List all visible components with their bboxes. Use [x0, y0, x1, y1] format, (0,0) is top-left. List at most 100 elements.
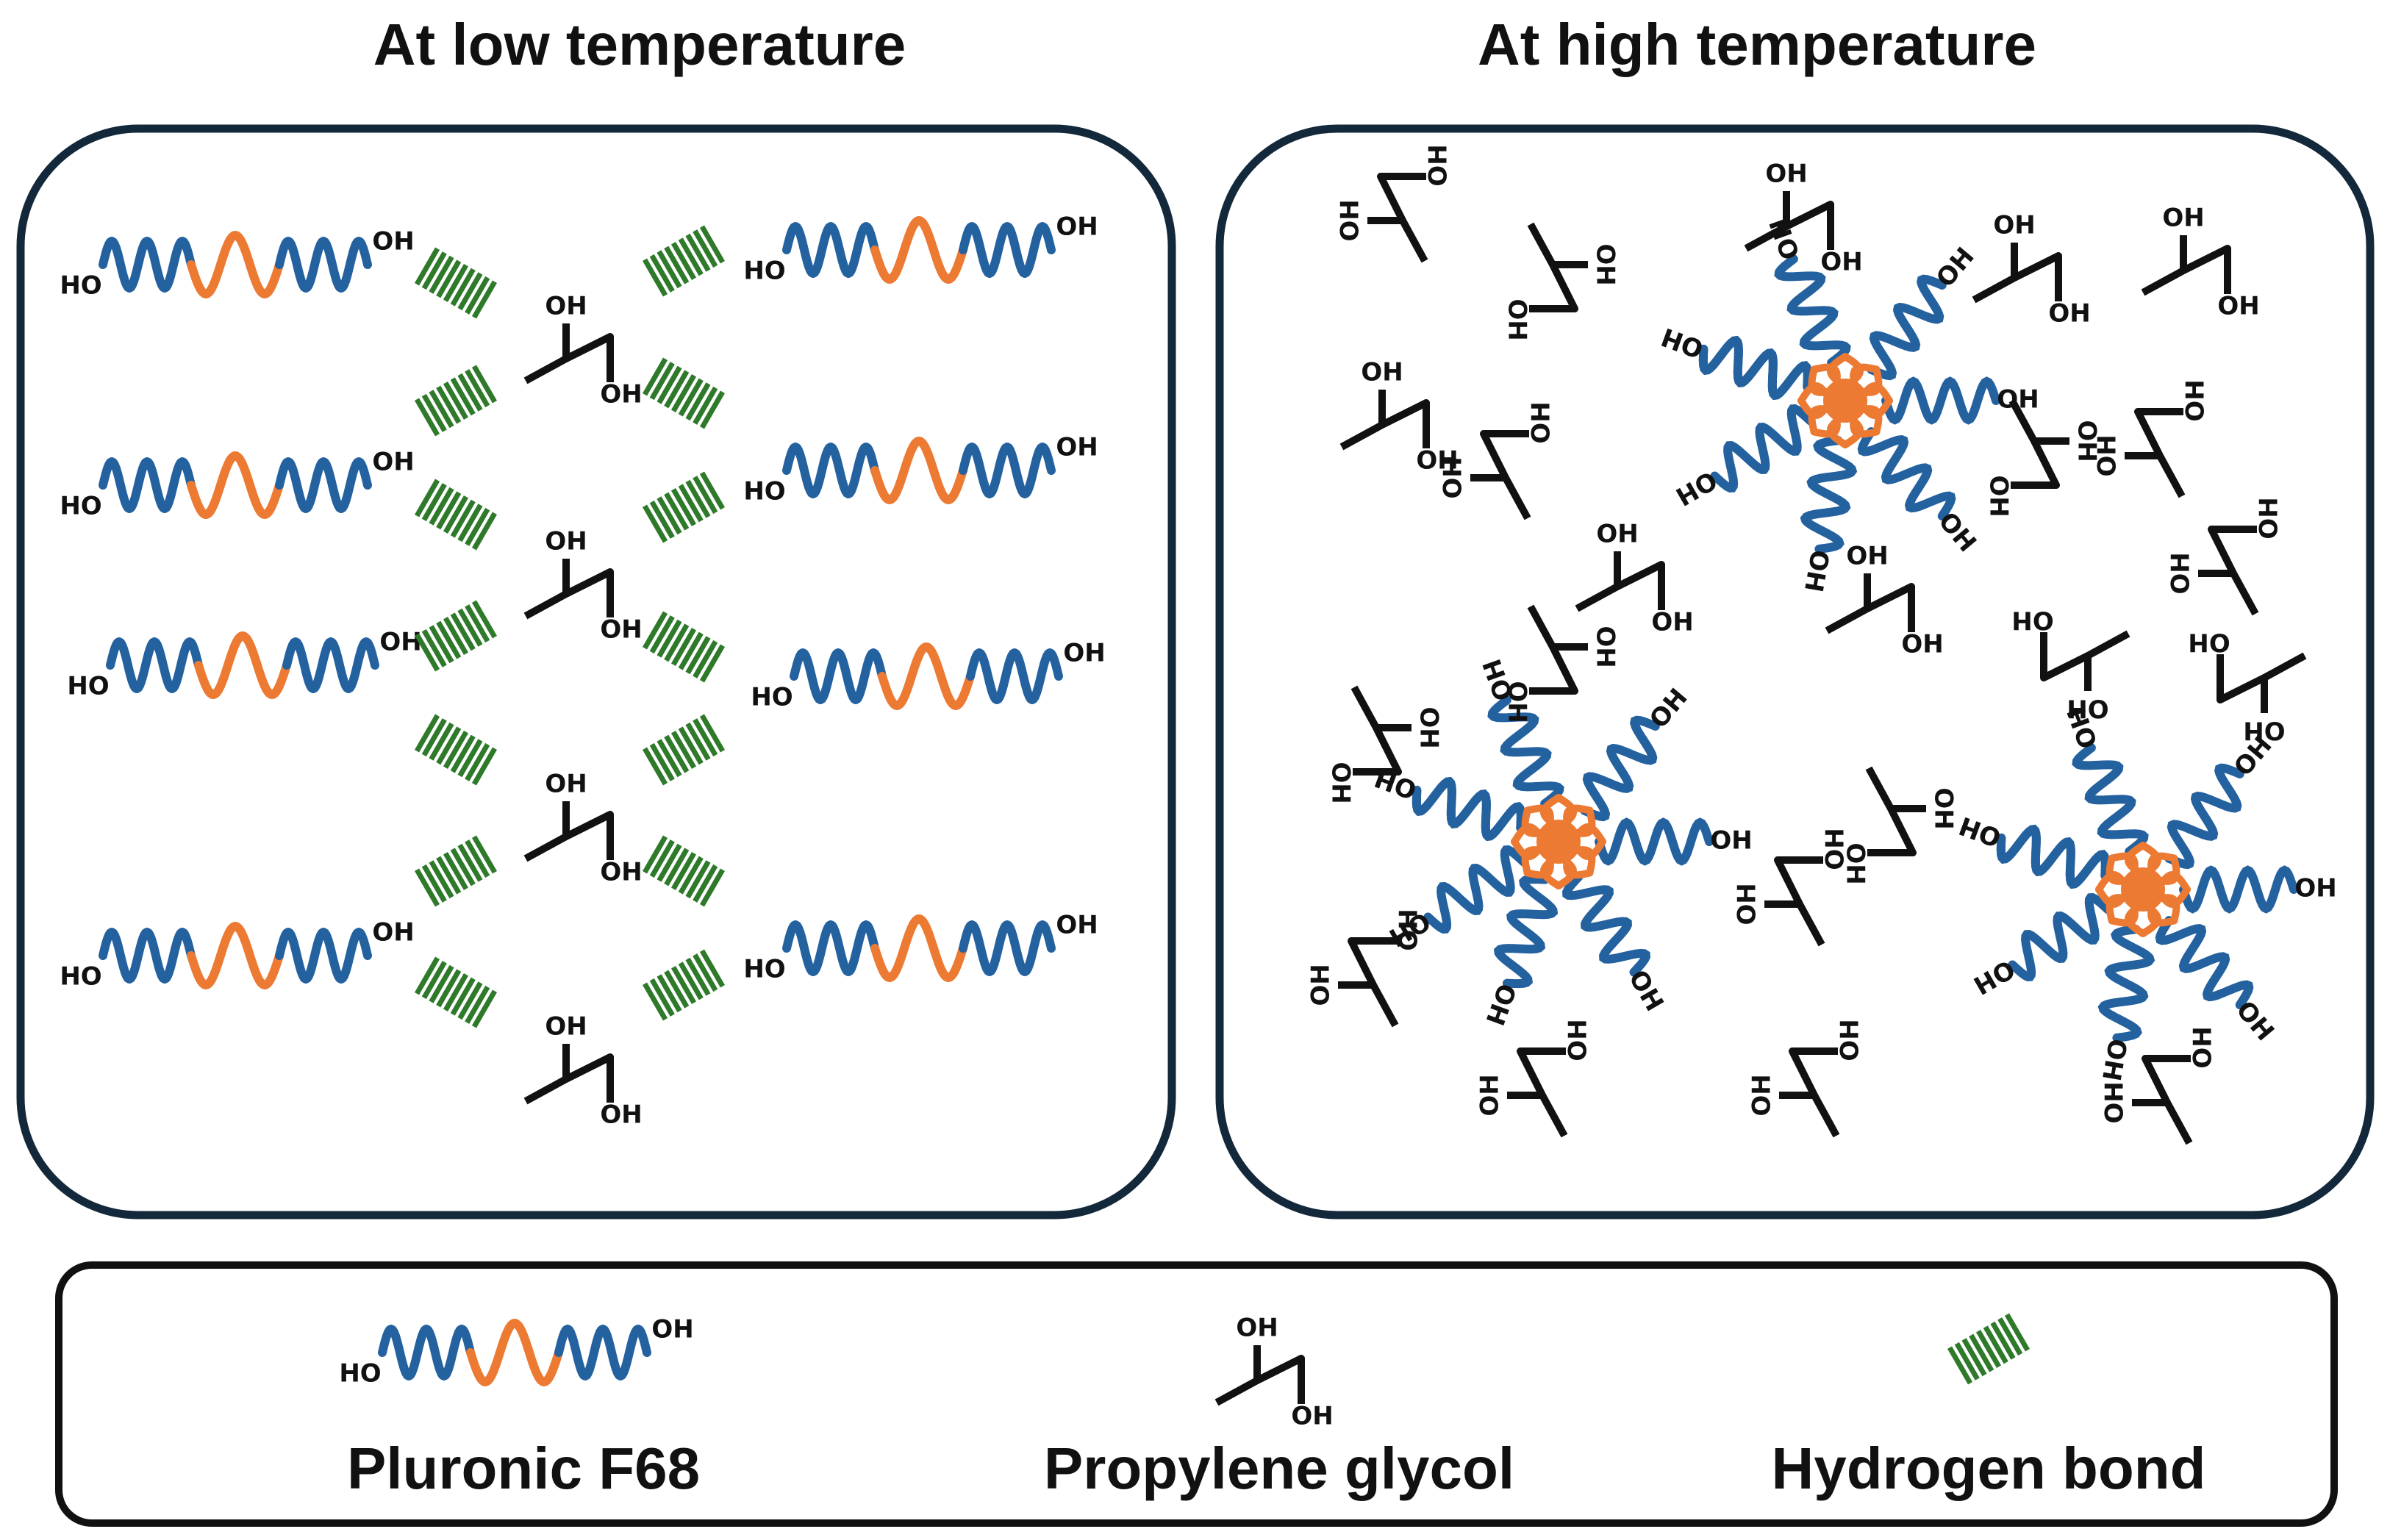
hydroxyl-label: OH	[1984, 475, 2014, 517]
hydrogen-bond	[414, 247, 498, 319]
hydrogen-bond	[642, 611, 726, 683]
hydrogen-bond-dash	[1997, 1317, 2023, 1356]
hydroxyl-label: OH	[1564, 1019, 1593, 1061]
micelle-arm: OH	[1867, 242, 1981, 381]
glycol-backbone	[1575, 551, 1621, 612]
glycol-backbone	[2142, 1055, 2191, 1105]
hydroxyl-label: OH	[1291, 1402, 1333, 1431]
hydrogen-bond-dash	[678, 856, 704, 895]
hydrogen-bond-dash	[699, 471, 726, 510]
micelle-arm: OH	[2155, 916, 2280, 1047]
peo-block	[790, 648, 887, 704]
glycol-backbone	[2084, 630, 2130, 691]
hydrogen-bond-dash	[685, 382, 711, 421]
hydroxyl-end-label: OH	[1063, 639, 1105, 668]
hydrogen-bond-dash	[699, 225, 726, 264]
hydroxyl-label: OH	[2011, 606, 2053, 635]
hydroxyl-label: OH	[2072, 420, 2102, 462]
hydrogen-bond-dash	[450, 499, 476, 538]
hydroxyl-label: OH	[1503, 298, 1532, 340]
ppo-block	[187, 451, 284, 519]
glycol-backbone	[1480, 430, 1529, 480]
hydroxyl-label: OH	[600, 615, 642, 645]
hydroxyl-label: OH	[1306, 964, 1336, 1006]
hydrogen-bond-dash	[685, 860, 711, 899]
hydrogen-bond-dash	[642, 504, 668, 543]
peo-block	[1996, 824, 2110, 889]
hydrogen-bond-dash	[450, 977, 476, 1016]
propylene-glycol-molecule: OH OH	[1439, 401, 1556, 520]
hydrogen-bond-dash	[664, 370, 690, 409]
peo-block	[282, 637, 379, 693]
hydroxyl-label: OH	[1591, 243, 1620, 285]
glycol-backbone	[1764, 900, 1825, 947]
glycol-backbone	[564, 333, 614, 382]
hydroxyl-label: OH	[2188, 628, 2230, 657]
hydrogen-bond-dash	[421, 864, 447, 903]
hydrogen-bond	[414, 479, 498, 551]
hydroxyl-end-label: HO	[743, 955, 785, 984]
peo-block	[1881, 376, 2000, 425]
hydrogen-bond-dash	[414, 868, 440, 907]
legend-label-hydrogen-bond: Hydrogen bond	[1771, 1436, 2205, 1501]
glycol-backbone	[1865, 766, 1926, 812]
hydrogen-bond-dash	[457, 373, 483, 412]
hydroxyl-label: OH	[1475, 1074, 1505, 1116]
hydrogen-bond-dash	[471, 365, 498, 404]
hydrogen-bond-dash	[693, 229, 718, 268]
hydroxyl-end-label: OH	[1798, 548, 1834, 594]
peo-block	[1774, 254, 1851, 368]
panel-high-temperature	[1215, 124, 2375, 1220]
peo-block	[782, 222, 879, 278]
hydrogen-bond-dash	[670, 374, 697, 412]
hydroxyl-label: OH	[1326, 762, 1356, 803]
hydrogen-bond-dash	[670, 628, 697, 666]
hydrogen-bond-dash	[670, 731, 697, 769]
hydrogen-bond-dash	[693, 953, 718, 992]
hydroxyl-label: OH	[1651, 608, 1693, 637]
peo-block	[2155, 916, 2254, 1010]
hydrogen-bond-dash	[436, 259, 462, 298]
hydroxyl-label: OH	[1439, 456, 1468, 498]
hydroxyl-label: OH	[1527, 401, 1556, 443]
hydroxyl-label: OH	[2243, 716, 2285, 745]
glycol-backbone	[1350, 685, 1412, 731]
hydrogen-bond	[642, 471, 726, 543]
micelle-arm: OH	[2164, 731, 2278, 870]
hydrogen-bond-dash	[443, 495, 469, 534]
hydrogen-bond-dash	[465, 985, 490, 1024]
propylene-glycol-molecule: OH OH	[1984, 398, 2102, 517]
hydroxyl-label: OH	[545, 527, 587, 556]
hydrogen-bond-dash	[693, 864, 718, 903]
hydrogen-bond-dash	[664, 848, 690, 887]
hydrogen-bond-dash	[465, 507, 490, 546]
glycol-backbone	[1527, 222, 1588, 268]
hydrogen-bond-dash	[436, 491, 462, 530]
hydrogen-bond-dash	[656, 250, 682, 289]
hydroxyl-end-label: OH	[1479, 980, 1521, 1030]
hydrogen-bond-dash	[429, 964, 454, 1003]
propylene-glycol-molecule: OH OH	[2188, 628, 2307, 745]
hydrogen-bond-dash	[678, 484, 704, 523]
hydrogen-bond-dash	[656, 496, 682, 535]
peo-block	[1412, 776, 1525, 842]
micelle-arm: OH	[1956, 810, 2110, 889]
hydrogen-bond	[414, 956, 498, 1028]
hydrogen-bond-dash	[414, 714, 440, 753]
micelle-arm: OH	[1881, 376, 2039, 425]
hydrogen-bond-dash	[414, 479, 440, 517]
glycol-backbone	[1784, 201, 1834, 250]
hydrogen-bond-dash	[693, 386, 718, 425]
hydroxyl-label: OH	[2217, 292, 2259, 321]
hydrogen-bond-dash	[436, 385, 462, 424]
hydrogen-bond-dash	[642, 835, 668, 874]
micelle-arm: OH	[1658, 321, 1812, 401]
hydrogen-bond-dash	[414, 398, 440, 437]
